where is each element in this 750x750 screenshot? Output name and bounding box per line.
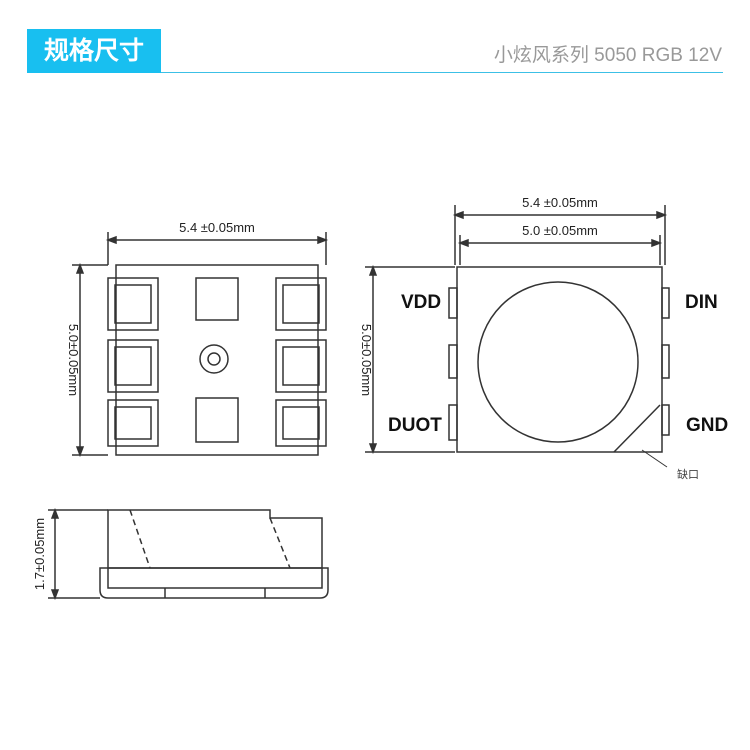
section-title-badge: 规格尺寸 (27, 29, 161, 73)
top-height-label: 5.0±0.05mm (66, 324, 81, 396)
front-outer-width-label: 5.4 ±0.05mm (522, 195, 598, 210)
side-view: 1.7±0.05mm (32, 507, 329, 601)
pads-right (275, 277, 327, 447)
pin-label-gnd: GND (686, 415, 728, 436)
front-inner-width-label: 5.0 ±0.05mm (522, 223, 598, 238)
product-series-label: 小炫风系列 5050 RGB 12V (493, 45, 722, 66)
side-height-label: 1.7±0.05mm (32, 518, 47, 590)
notch-label: 缺口 (677, 467, 699, 481)
top-view: 5.4 ±0.05mm 5.0±0.05mm (66, 220, 329, 458)
pads-left (107, 277, 159, 447)
pin-label-duot: DUOT (388, 415, 442, 436)
front-height-label: 5.0±0.05mm (359, 324, 374, 396)
front-view: 5.4 ±0.05mm 5.0 ±0.05mm 5.0±0.05mm VDD D… (359, 195, 728, 481)
top-width-label: 5.4 ±0.05mm (179, 220, 255, 235)
header-divider (161, 72, 723, 73)
pin-label-din: DIN (685, 292, 718, 313)
pin-label-vdd: VDD (401, 292, 441, 313)
